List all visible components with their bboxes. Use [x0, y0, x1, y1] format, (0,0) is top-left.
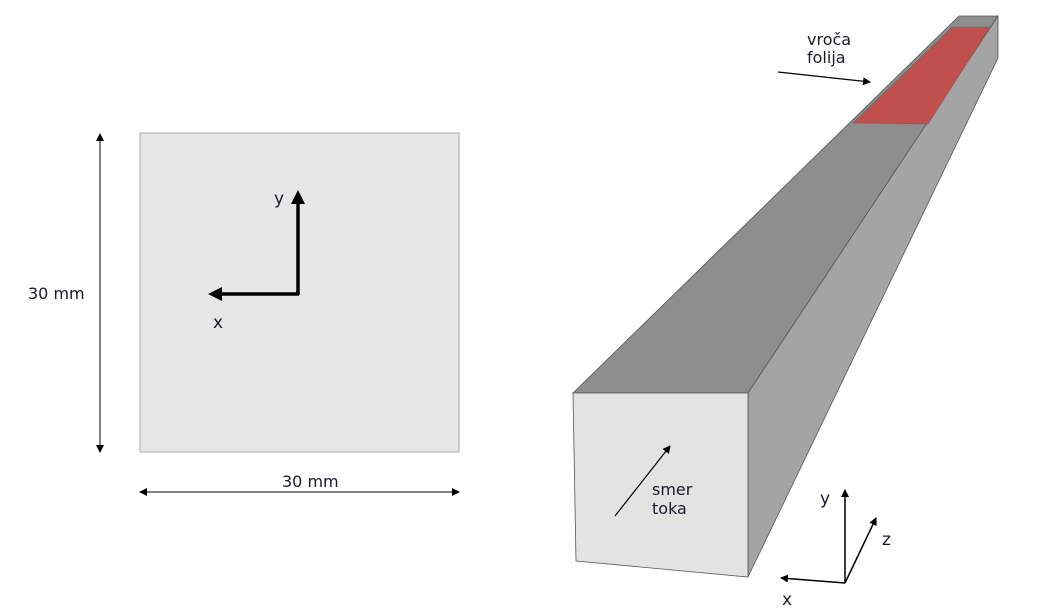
- hot-foil-label-line2: folija: [807, 48, 846, 67]
- x-axis-arrow-3d: [780, 574, 846, 584]
- hot-foil-arrow: [777, 71, 871, 86]
- flow-label-line1: smer: [652, 480, 693, 499]
- flow-direction-arrow: [614, 445, 671, 517]
- flow-label-line2: toka: [652, 499, 687, 518]
- channel-3d: vroča folija smer toka y z x: [572, 14, 999, 609]
- height-label: 30 mm: [28, 284, 85, 303]
- x-axis-label-3d: x: [782, 590, 792, 609]
- x-axis-label: x: [213, 313, 223, 333]
- cross-section: 30 mm 30 mm y x: [28, 132, 460, 496]
- width-label: 30 mm: [282, 472, 339, 491]
- hot-foil-label-line1: vroča: [807, 30, 851, 49]
- z-axis-arrow-3d: [844, 517, 877, 584]
- front-face: [572, 392, 749, 578]
- y-axis-label: y: [274, 189, 284, 209]
- y-axis-label-3d: y: [820, 489, 830, 509]
- hot-foil-patch: [852, 26, 991, 125]
- z-axis-label-3d: z: [882, 530, 891, 550]
